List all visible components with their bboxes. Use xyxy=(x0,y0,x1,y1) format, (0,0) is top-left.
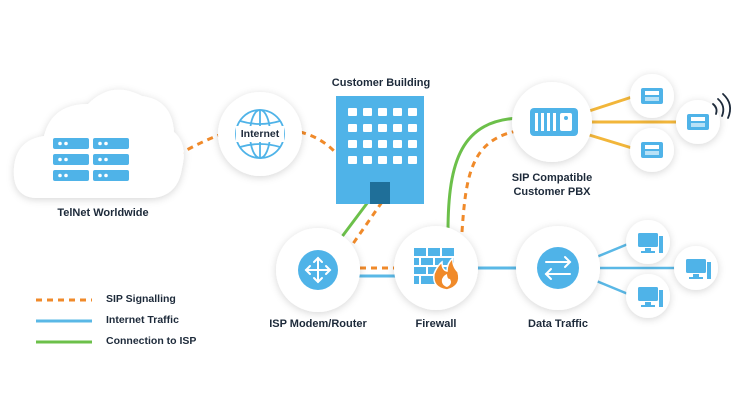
isp-line-building-modem xyxy=(336,201,370,243)
sip-line-firewall-pbx xyxy=(460,128,523,233)
wifi-icon xyxy=(712,93,732,119)
sip-line-internet-building xyxy=(299,130,344,161)
pbx-label-line2: Customer PBX xyxy=(513,186,591,198)
firewall-label: Firewall xyxy=(415,318,457,330)
data-traffic-icon xyxy=(537,247,579,289)
data-line-1 xyxy=(593,242,629,260)
isp-line-firewall-pbx xyxy=(446,116,521,233)
computer-icon-1 xyxy=(626,220,670,264)
telnet-label: TelNet Worldwide xyxy=(57,207,149,219)
building-label: Customer Building xyxy=(331,77,431,89)
data-line-3 xyxy=(593,278,629,296)
internet-label: Internet xyxy=(240,128,280,140)
modem-label: ISP Modem/Router xyxy=(269,318,367,330)
legend-label-sip: SIP Signalling xyxy=(106,293,176,305)
server-icon xyxy=(53,138,129,181)
phone-icon-3 xyxy=(630,128,674,172)
computer-icon-3 xyxy=(626,274,670,318)
router-icon xyxy=(298,250,338,290)
pbx-label-line1: SIP Compatible xyxy=(511,172,593,184)
building-icon xyxy=(336,96,424,204)
phone-icon-2 xyxy=(676,100,720,144)
phone-icon-1 xyxy=(630,74,674,118)
firewall-icon xyxy=(414,248,460,291)
legend-label-isp: Connection to ISP xyxy=(106,335,197,347)
sip-line-building-modem xyxy=(348,201,384,249)
pbx-icon xyxy=(530,108,578,136)
legend-label-internet: Internet Traffic xyxy=(106,314,179,326)
data-traffic-label: Data Traffic xyxy=(528,318,588,330)
phone-line-1 xyxy=(585,95,633,114)
sip-line-cloud-internet xyxy=(177,132,223,157)
computer-icon-2 xyxy=(674,246,718,290)
phone-line-3 xyxy=(585,132,633,150)
